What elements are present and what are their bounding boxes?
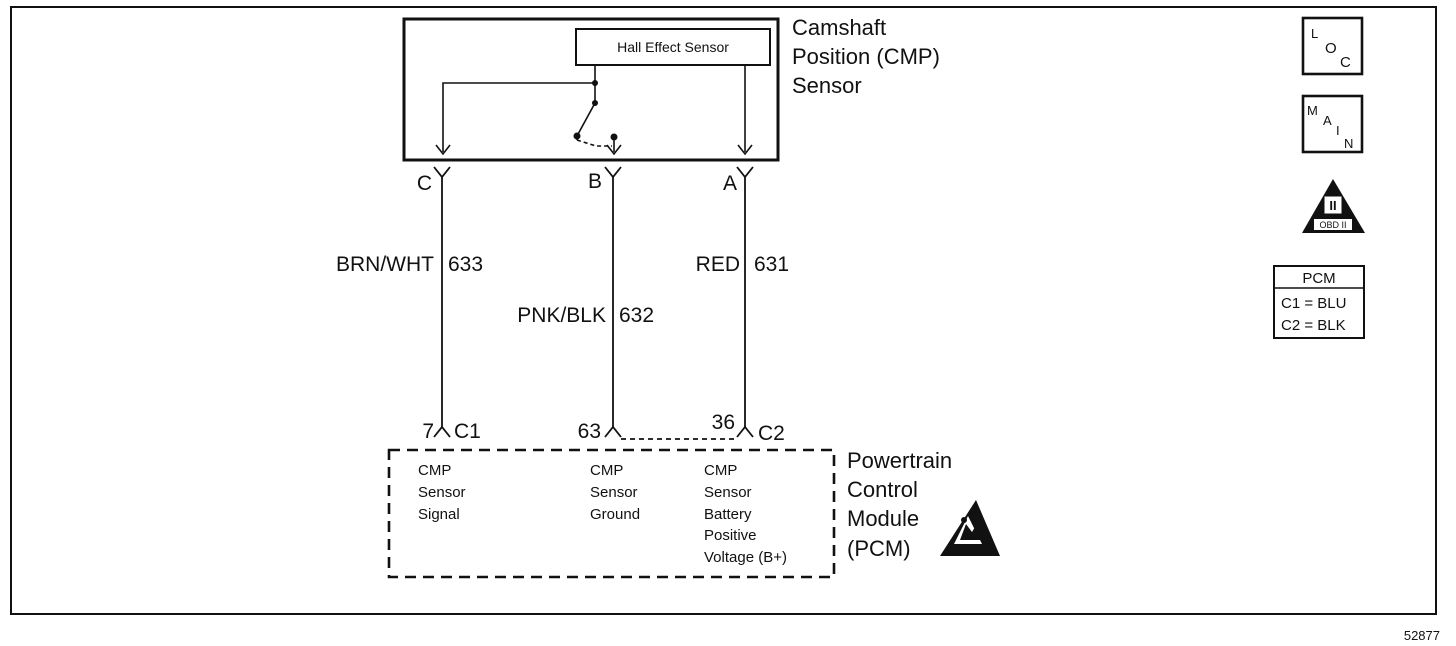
cmp-sensor: Hall Effect Sensor Camshaft Position (CM… (402, 15, 940, 162)
hall-effect-sensor-label: Hall Effect Sensor (617, 39, 729, 55)
pcm-title-line-2: Control (847, 477, 918, 502)
pcm-signal-label: CMP Sensor Signal (418, 462, 466, 523)
switch-contacts (573, 80, 618, 141)
loc-icon: L O C (1301, 16, 1364, 76)
pcm-signal-line-2: Sensor (418, 484, 466, 501)
pcm-ground-label: CMP Sensor Ground (590, 462, 640, 523)
obd-ii-label: OBD II (1319, 220, 1346, 230)
pcm-ground-line-2: Sensor (590, 484, 638, 501)
wire-circuit-632: 632 (619, 304, 654, 327)
obd-ii-icon: II OBD II (1302, 179, 1365, 233)
pcm-connector-c1: C1 (454, 420, 481, 443)
pcm-battery-label: CMP Sensor Battery Positive Voltage (B+) (704, 462, 787, 566)
pcm-connector-c2: C2 (758, 422, 785, 445)
page-frame (10, 6, 1437, 615)
pcm: CMP Sensor Signal CMP Sensor Ground CMP … (387, 448, 1000, 579)
loc-icon-letter-l: L (1311, 26, 1318, 41)
sensor-title-line-3: Sensor (792, 73, 862, 98)
pcm-title-line-3: Module (847, 506, 919, 531)
pcm-title-line-4: (PCM) (847, 536, 911, 561)
sensor-title-line-1: Camshaft (792, 15, 886, 40)
wire-color-632: PNK/BLK (517, 304, 606, 327)
hall-effect-sensor-box (575, 28, 771, 66)
pin-label-b: B (588, 170, 602, 193)
wire-circuit-631: 631 (754, 253, 789, 276)
pcm-signal-line-1: CMP (418, 462, 451, 479)
loc-icon-letter-o: O (1325, 40, 1337, 57)
pcm-pin-36: 36 (712, 411, 735, 434)
loc-icon-letter-c: C (1340, 54, 1351, 71)
esd-warning-icon (940, 500, 1000, 556)
wire-circuit-633: 633 (448, 253, 483, 276)
wire-color-633: BRN/WHT (336, 253, 434, 276)
wires (441, 177, 746, 427)
cmp-sensor-box (402, 17, 780, 162)
wire-color-631: RED (696, 253, 740, 276)
pcm-battery-line-3: Battery (704, 506, 752, 523)
sensor-connector: C B A (417, 166, 754, 195)
connector-key-row-c1: C1 = BLU (1281, 295, 1346, 312)
pcm-ground-line-3: Ground (590, 506, 640, 523)
pcm-box (387, 448, 836, 579)
main-icon-letter-m: M (1307, 103, 1318, 118)
connector-key-row-c2: C2 = BLK (1281, 317, 1346, 334)
pin-label-a: A (723, 172, 737, 195)
pcm-title-line-1: Powertrain (847, 448, 952, 473)
obd-ii-numeral: II (1329, 198, 1336, 213)
pcm-battery-line-2: Sensor (704, 484, 752, 501)
figure-number: 52877 (1404, 628, 1440, 643)
pcm-connector: 7 C1 63 36 C2 (422, 411, 785, 445)
main-icon: M A I N (1301, 94, 1364, 154)
main-icon-letter-a: A (1323, 113, 1332, 128)
pcm-battery-line-4: Positive (704, 527, 757, 544)
main-icon-letter-n: N (1344, 136, 1353, 151)
pcm-battery-line-1: CMP (704, 462, 737, 479)
pcm-pin-7: 7 (422, 420, 434, 443)
pcm-signal-line-3: Signal (418, 506, 460, 523)
sensor-internal-circuit (435, 65, 753, 156)
pcm-battery-line-5: Voltage (B+) (704, 549, 787, 566)
pin-label-c: C (417, 172, 432, 195)
pcm-pin-63: 63 (578, 420, 601, 443)
connector-key-title: PCM (1302, 270, 1335, 287)
main-icon-letter-i: I (1336, 123, 1340, 138)
sensor-title-line-2: Position (CMP) (792, 44, 940, 69)
pcm-ground-line-1: CMP (590, 462, 623, 479)
connector-color-key: PCM C1 = BLU C2 = BLK (1273, 265, 1365, 339)
